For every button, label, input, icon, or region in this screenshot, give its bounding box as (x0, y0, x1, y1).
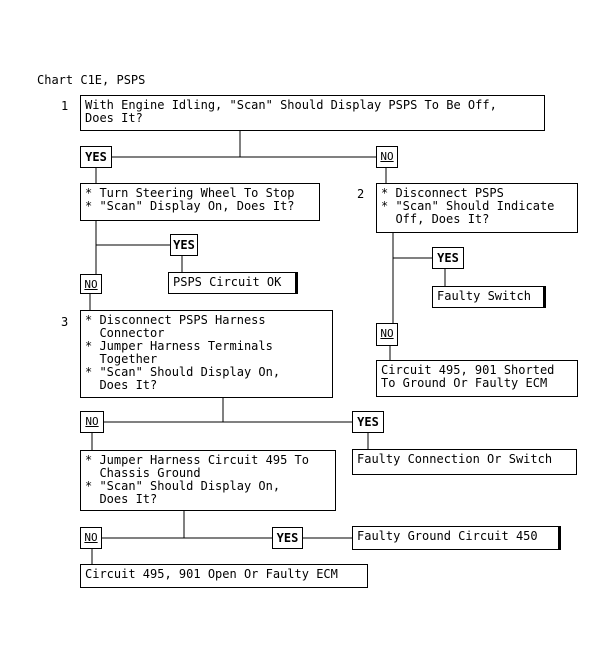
no-label: NO (380, 150, 394, 163)
no-label: NO (85, 415, 99, 428)
step-2-box: * Disconnect PSPS * "Scan" Should Indica… (376, 183, 578, 233)
chart-title: Chart C1E, PSPS (37, 73, 146, 87)
steer-check-box: * Turn Steering Wheel To Stop * "Scan" D… (80, 183, 320, 221)
step-number-1: 1 (61, 99, 69, 113)
no-tag-step3: NO (80, 411, 104, 433)
no-tag-steer: NO (80, 274, 102, 294)
yes-tag-step2: YES (432, 247, 464, 269)
no-tag-step1: NO (376, 146, 398, 168)
shorted-ecm-box: Circuit 495, 901 Shorted To Ground Or Fa… (376, 360, 578, 397)
yes-tag-steer: YES (170, 234, 198, 256)
no-label: NO (380, 327, 394, 340)
psps-circuit-ok-box: PSPS Circuit OK (168, 272, 296, 294)
no-label: NO (84, 531, 98, 544)
faulty-ground-box: Faulty Ground Circuit 450 (352, 526, 559, 550)
no-tag-jumper: NO (80, 527, 102, 549)
step-number-2: 2 (357, 187, 365, 201)
yes-tag-jumper: YES (272, 527, 303, 549)
step-number-3: 3 (61, 315, 69, 329)
yes-tag-step1: YES (80, 146, 112, 168)
jumper-495-box: * Jumper Harness Circuit 495 To Chassis … (80, 450, 336, 511)
yes-tag-step3: YES (352, 411, 384, 433)
no-tag-step2: NO (376, 323, 398, 346)
step-1-box: With Engine Idling, "Scan" Should Displa… (80, 95, 545, 131)
no-label: NO (84, 278, 98, 291)
faulty-switch-box: Faulty Switch (432, 286, 544, 308)
faulty-connection-box: Faulty Connection Or Switch (352, 449, 577, 475)
open-ecm-box: Circuit 495, 901 Open Or Faulty ECM (80, 564, 368, 588)
step-3-box: * Disconnect PSPS Harness Connector * Ju… (80, 310, 333, 398)
